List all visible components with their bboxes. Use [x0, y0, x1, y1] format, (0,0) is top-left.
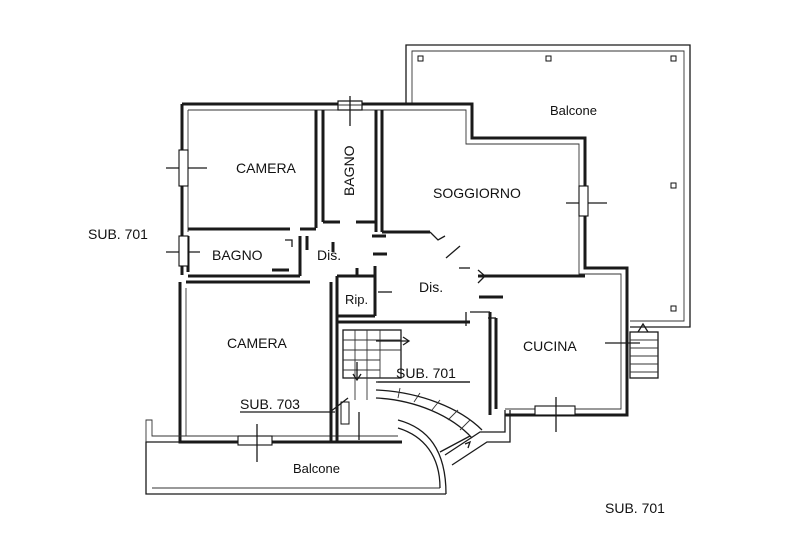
- balcony-top-right: [405, 44, 691, 328]
- side-stairs: [629, 322, 659, 379]
- label-dis-left: Dis.: [317, 247, 341, 263]
- label-camera-bottom: CAMERA: [227, 335, 288, 351]
- balcony-bottom: [145, 419, 447, 495]
- label-soggiorno: SOGGIORNO: [433, 185, 521, 201]
- label-sub-camera: SUB. 703: [240, 396, 300, 412]
- label-bagno-left: BAGNO: [212, 247, 263, 263]
- label-rip: Rip.: [345, 292, 368, 307]
- staircase: [342, 329, 511, 466]
- label-balcone-bottom: Balcone: [293, 461, 340, 476]
- label-sub-stair: SUB. 701: [396, 365, 456, 381]
- label-sub-left-edge: SUB. 701: [88, 226, 148, 242]
- exterior-walls: [178, 102, 629, 444]
- label-sub-bottom-right: SUB. 701: [605, 500, 665, 516]
- label-balcone-top: Balcone: [550, 103, 597, 118]
- label-camera-top: CAMERA: [236, 160, 297, 176]
- label-dis-center: Dis.: [419, 279, 443, 295]
- label-bagno-vertical: BAGNO: [341, 145, 357, 196]
- label-cucina: CUCINA: [523, 338, 577, 354]
- openings: [166, 96, 640, 462]
- sub-camera-leader: [329, 397, 349, 413]
